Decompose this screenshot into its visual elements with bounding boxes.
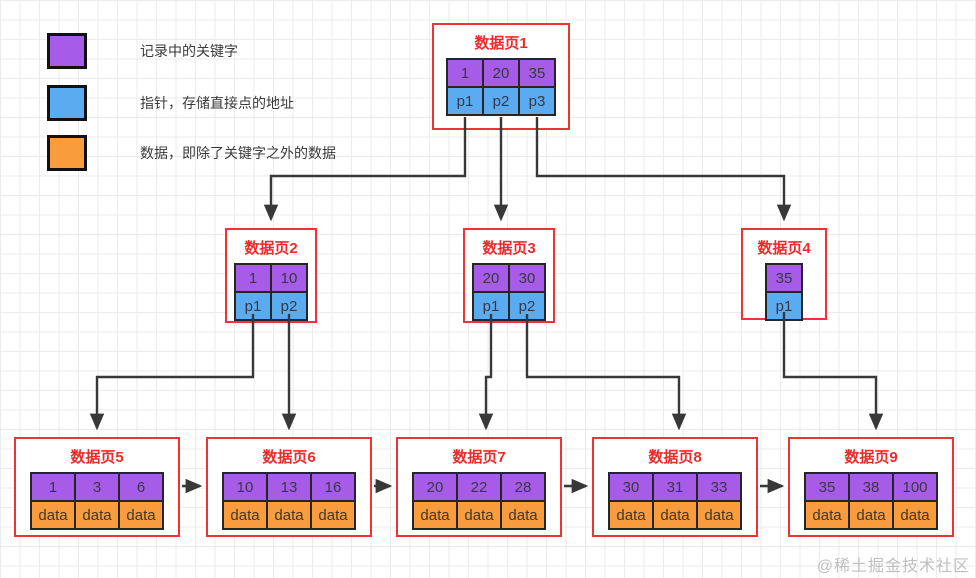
- node-page8-title: 数据页8: [648, 449, 702, 466]
- key-cell: 31: [652, 472, 698, 502]
- node-page2-table: 1 10 p1 p2: [234, 263, 308, 321]
- legend-item-keyword: 记录中的关键字: [47, 33, 238, 69]
- node-page5-title: 数据页5: [70, 449, 124, 466]
- data-cell: data: [500, 500, 546, 530]
- key-cell: 30: [508, 263, 546, 293]
- key-cell: 28: [500, 472, 546, 502]
- pointer-cell: p1: [765, 291, 803, 321]
- key-cell: 6: [118, 472, 164, 502]
- legend-item-pointer: 指针，存储直接点的地址: [47, 85, 294, 121]
- key-cell: 22: [456, 472, 502, 502]
- data-cell: data: [652, 500, 698, 530]
- node-page5: 数据页5 1 3 6 data data data: [14, 437, 180, 537]
- key-cell: 1: [234, 263, 272, 293]
- pointer-cell: p1: [446, 86, 484, 116]
- key-cell: 3: [74, 472, 120, 502]
- node-page9-title: 数据页9: [844, 449, 898, 466]
- legend-item-data: 数据，即除了关键字之外的数据: [47, 135, 336, 171]
- pointer-cell: p2: [270, 291, 308, 321]
- node-page8: 数据页8 30 31 33 data data data: [592, 437, 758, 537]
- node-page4-table: 35 p1: [765, 263, 803, 321]
- keyword-swatch: [47, 33, 87, 69]
- key-cell: 38: [848, 472, 894, 502]
- key-cell: 1: [446, 58, 484, 88]
- legend-label: 数据，即除了关键字之外的数据: [140, 145, 336, 161]
- pointer-cell: p1: [234, 291, 272, 321]
- node-page3-title: 数据页3: [482, 240, 536, 257]
- node-page9-table: 35 38 100 data data data: [804, 472, 938, 530]
- legend-label: 记录中的关键字: [140, 43, 238, 59]
- pointer-cell: p2: [508, 291, 546, 321]
- node-page6: 数据页6 10 13 16 data data data: [206, 437, 372, 537]
- node-page2-title: 数据页2: [244, 240, 298, 257]
- arrow-page1-p3-to-page4: [535, 117, 792, 222]
- key-cell: 1: [30, 472, 76, 502]
- node-page3: 数据页3 20 30 p1 p2: [463, 228, 555, 323]
- key-cell: 20: [482, 58, 520, 88]
- data-swatch: [47, 135, 87, 171]
- node-page5-table: 1 3 6 data data data: [30, 472, 164, 530]
- key-cell: 16: [310, 472, 356, 502]
- pointer-cell: p3: [518, 86, 556, 116]
- node-page7-table: 20 22 28 data data data: [412, 472, 546, 530]
- node-page7-title: 数据页7: [452, 449, 506, 466]
- data-cell: data: [892, 500, 938, 530]
- node-page6-table: 10 13 16 data data data: [222, 472, 356, 530]
- watermark: @稀土掘金技术社区: [816, 558, 970, 575]
- key-cell: 13: [266, 472, 312, 502]
- data-cell: data: [412, 500, 458, 530]
- key-cell: 33: [696, 472, 742, 502]
- node-page1: 数据页1 1 20 35 p1 p2 p3: [432, 23, 570, 130]
- data-cell: data: [310, 500, 356, 530]
- arrow-page2-p1-to-page5: [89, 314, 255, 431]
- key-cell: 20: [412, 472, 458, 502]
- node-page8-table: 30 31 33 data data data: [608, 472, 742, 530]
- arrow-page3-p1-to-page7: [478, 314, 494, 431]
- data-cell: data: [456, 500, 502, 530]
- key-cell: 10: [270, 263, 308, 293]
- data-cell: data: [118, 500, 164, 530]
- legend-label: 指针，存储直接点的地址: [140, 95, 294, 111]
- data-cell: data: [30, 500, 76, 530]
- data-cell: data: [74, 500, 120, 530]
- node-page4-title: 数据页4: [757, 240, 811, 257]
- node-page4: 数据页4 35 p1: [741, 228, 827, 321]
- key-cell: 20: [472, 263, 510, 293]
- key-cell: 35: [804, 472, 850, 502]
- key-cell: 100: [892, 472, 938, 502]
- node-page7: 数据页7 20 22 28 data data data: [396, 437, 562, 537]
- pointer-cell: p2: [482, 86, 520, 116]
- node-page1-title: 数据页1: [474, 35, 528, 52]
- data-cell: data: [608, 500, 654, 530]
- data-cell: data: [804, 500, 850, 530]
- arrow-page3-p2-to-page8: [525, 314, 687, 431]
- node-page2: 数据页2 1 10 p1 p2: [225, 228, 317, 323]
- key-cell: 35: [518, 58, 556, 88]
- key-cell: 30: [608, 472, 654, 502]
- node-page3-table: 20 30 p1 p2: [472, 263, 546, 321]
- arrow-page4-p1-to-page9: [782, 312, 884, 431]
- key-cell: 10: [222, 472, 268, 502]
- data-cell: data: [266, 500, 312, 530]
- pointer-swatch: [47, 85, 87, 121]
- node-page1-table: 1 20 35 p1 p2 p3: [446, 58, 556, 116]
- data-cell: data: [696, 500, 742, 530]
- node-page9: 数据页9 35 38 100 data data data: [788, 437, 954, 537]
- data-cell: data: [848, 500, 894, 530]
- node-page6-title: 数据页6: [262, 449, 316, 466]
- pointer-cell: p1: [472, 291, 510, 321]
- key-cell: 35: [765, 263, 803, 293]
- data-cell: data: [222, 500, 268, 530]
